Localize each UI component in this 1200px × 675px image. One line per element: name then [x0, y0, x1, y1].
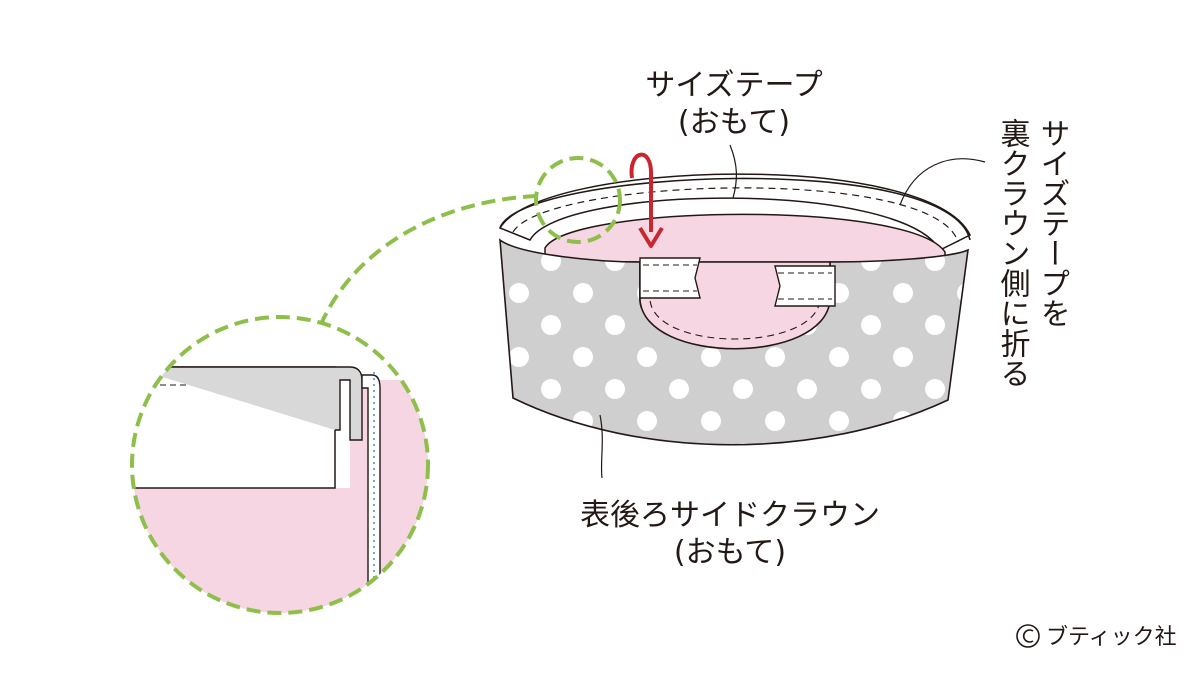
zoom-detail-ring	[130, 315, 430, 615]
leader-side-crown	[599, 414, 603, 479]
leader-fold-note	[899, 158, 986, 206]
size-tape-tab-left	[639, 257, 701, 299]
pink-lining	[544, 213, 946, 263]
leader-size-tape	[729, 144, 737, 199]
zoom-connector	[320, 194, 538, 323]
copyright-symbol-icon	[1016, 624, 1040, 648]
fold-arrow-icon	[629, 152, 664, 248]
label-fold-note-col2: 裏クラウン側に折る	[995, 118, 1031, 388]
label-side-crown: 表後ろサイドクラウン (おもて)	[580, 498, 880, 570]
label-size-tape-line2: (おもて)	[678, 105, 790, 140]
label-size-tape-line1: サイズテープ	[645, 68, 822, 103]
size-tape-stitch	[512, 187, 959, 243]
crown-illustration	[498, 144, 986, 479]
copyright-credit: ブティック社	[1016, 624, 1177, 650]
copyright-text: ブティック社	[1046, 625, 1177, 650]
label-side-crown-line1: 表後ろサイドクラウン	[580, 498, 880, 533]
label-fold-note-col1: サイズテープを	[1035, 118, 1070, 328]
zoom-target-ring	[534, 156, 622, 244]
label-fold-note: サイズテープを 裏クラウン側に折る	[995, 118, 1070, 388]
size-tape-tab-right	[774, 265, 836, 307]
label-side-crown-line2: (おもて)	[674, 535, 786, 570]
label-size-tape: サイズテープ (おもて)	[645, 68, 822, 140]
